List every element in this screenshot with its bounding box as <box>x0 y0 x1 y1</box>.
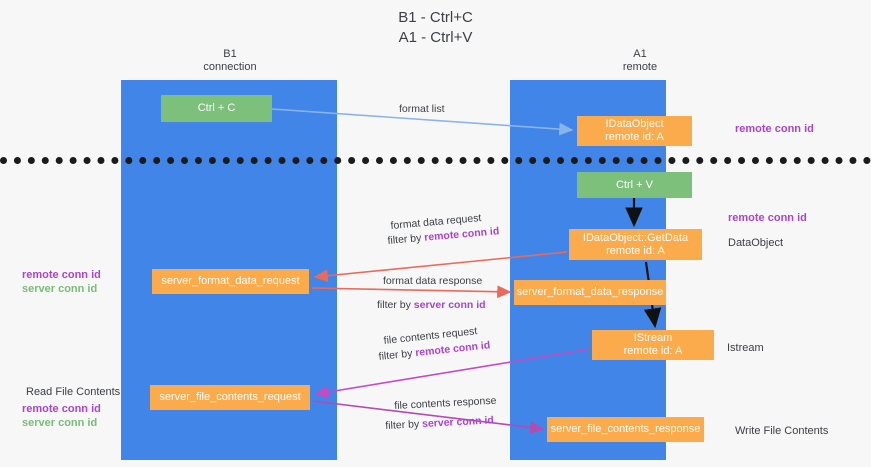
filter-prefix: filter by <box>378 347 416 363</box>
box-server-file-contents-request[interactable]: server_file_contents_request <box>150 385 310 410</box>
annotation-remote-conn-id-left2: remote conn id <box>22 403 101 415</box>
annotation-remote-conn-id-mid: remote conn id <box>728 212 807 224</box>
box-getdata-line1: IDataObject::GetData <box>582 231 689 244</box>
annotation-left-ids-format: remote conn id server conn id <box>22 268 101 296</box>
box-server-format-data-response-label: server_format_data_response <box>516 286 664 298</box>
edge-label-format-list: format list <box>399 103 445 115</box>
box-ctrl-v[interactable]: Ctrl + V <box>577 172 692 198</box>
box-idataobject-line1: IDataObject <box>605 118 664 130</box>
column-header-a1: A1 remote <box>560 48 720 74</box>
box-ctrl-c[interactable]: Ctrl + C <box>161 95 272 122</box>
box-istream[interactable]: IStream remote id: A <box>592 330 714 360</box>
box-server-file-contents-response[interactable]: server_file_contents_response <box>547 417 704 442</box>
filter-id: server conn id <box>421 414 495 431</box>
annotation-dataobject: DataObject <box>728 237 784 249</box>
annotation-remote-conn-id-left: remote conn id <box>22 269 101 281</box>
section-divider <box>0 157 871 164</box>
edge-label-format-data-response: format data response <box>383 275 483 287</box>
box-server-file-contents-response-label: server_file_contents_response <box>550 423 701 435</box>
column-header-a1-name: A1 <box>633 48 647 60</box>
box-idataobject-line2: remote id: A <box>605 131 664 143</box>
annotation-write-file-contents: Write File Contents <box>735 425 829 437</box>
box-server-format-data-response[interactable]: server_format_data_response <box>514 280 666 305</box>
box-istream-line2: remote id: A <box>623 345 683 357</box>
filter-prefix: filter by <box>377 299 414 311</box>
edge-label-format-data-response-filter: filter by server conn id <box>377 298 486 312</box>
edge-label-file-contents-response-filter: filter by server conn id <box>385 413 494 433</box>
box-ctrl-c-label: Ctrl + C <box>197 102 236 114</box>
box-ctrl-v-label: Ctrl + V <box>616 178 653 191</box>
filter-prefix: filter by <box>387 231 425 247</box>
filter-id: server conn id <box>413 299 486 311</box>
column-header-b1-role: connection <box>203 61 257 73</box>
box-idataobject-getdata[interactable]: IDataObject::GetData remote id: A <box>569 229 702 260</box>
box-getdata-line2: remote id: A <box>606 244 665 257</box>
box-idataobject[interactable]: IDataObject remote id: A <box>577 116 692 146</box>
annotation-left-ids-file: remote conn id server conn id <box>22 402 101 430</box>
box-server-format-data-request-label: server_format_data_request <box>161 275 300 287</box>
annotation-server-conn-id-left: server conn id <box>22 283 98 295</box>
box-server-format-data-request[interactable]: server_format_data_request <box>152 269 309 294</box>
annotation-istream: Istream <box>727 342 764 354</box>
box-server-file-contents-request-label: server_file_contents_request <box>159 391 301 403</box>
annotation-read-file-contents: Read File Contents <box>26 386 121 398</box>
annotation-server-conn-id-left2: server conn id <box>22 417 98 429</box>
diagram-title: B1 - Ctrl+C A1 - Ctrl+V <box>398 9 473 46</box>
edge-label-file-contents-response: file contents response <box>394 394 497 412</box>
column-header-a1-role: remote <box>622 61 658 73</box>
column-header-b1-name: B1 <box>223 48 237 60</box>
annotation-remote-conn-id-top: remote conn id <box>735 123 814 135</box>
filter-prefix: filter by <box>385 418 423 432</box>
column-header-b1: B1 connection <box>150 48 310 74</box>
box-istream-line1: IStream <box>633 332 673 344</box>
